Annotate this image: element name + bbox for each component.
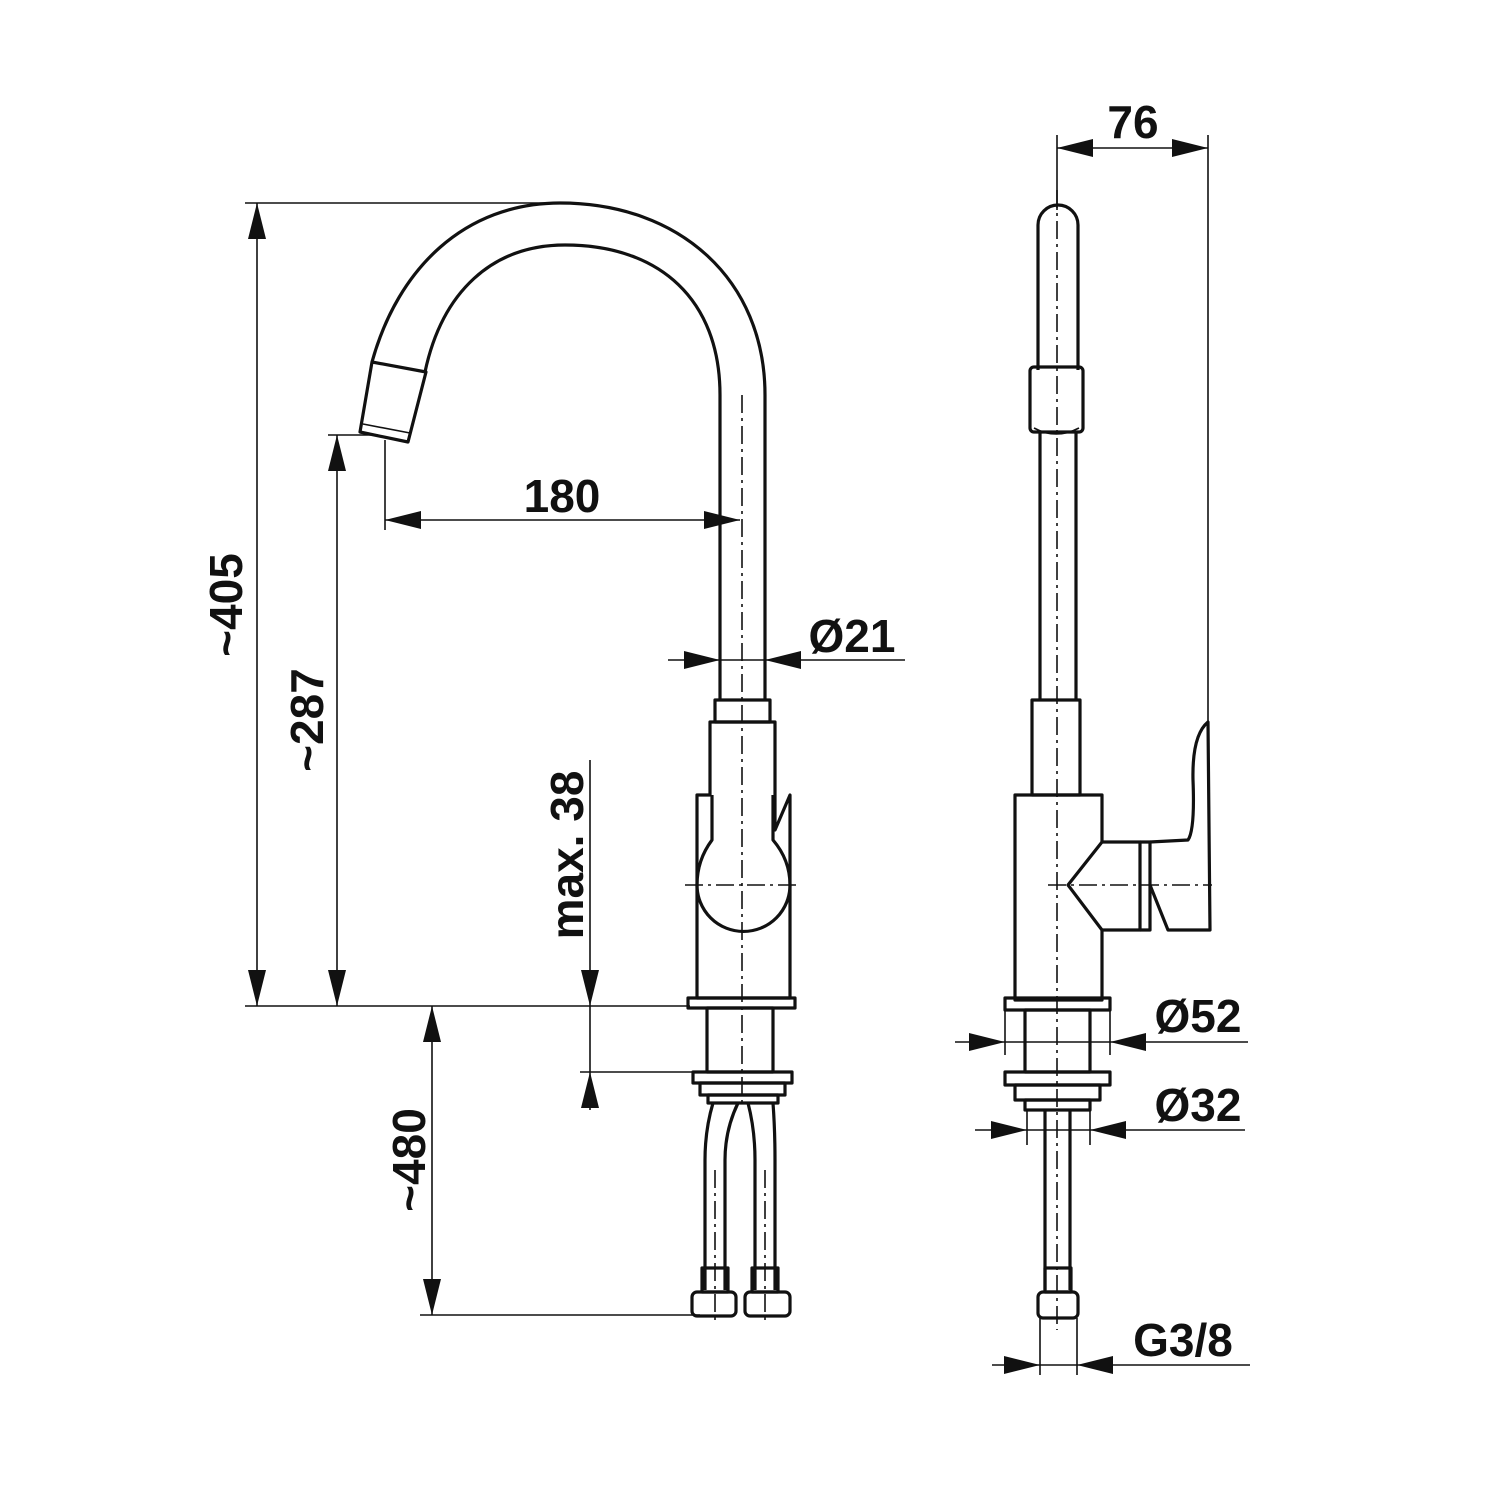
dim-spout-height: ~287 xyxy=(281,668,333,772)
dim-max-counter-thickness: max. 38 xyxy=(541,771,593,940)
arrowhead-icon xyxy=(328,970,346,1006)
dim-shank-diameter: Ø32 xyxy=(1155,1079,1242,1131)
dim-spout-reach: 180 xyxy=(524,470,601,522)
arrowhead-icon xyxy=(1057,139,1093,157)
arrowhead-icon xyxy=(423,1006,441,1042)
arrowhead-icon xyxy=(1172,139,1208,157)
supply-hoses xyxy=(690,1102,792,1320)
side-view: 76 Ø52 Ø32 G3/8 xyxy=(955,96,1250,1375)
spout xyxy=(358,201,767,700)
arrowhead-icon xyxy=(969,1033,1005,1051)
arrowhead-icon xyxy=(581,1072,599,1108)
arrowhead-icon xyxy=(1004,1356,1040,1374)
arrowhead-icon xyxy=(704,511,740,529)
arrowhead-icon xyxy=(581,970,599,1006)
arrowhead-icon xyxy=(423,1279,441,1315)
dim-tube-diameter: Ø21 xyxy=(809,610,896,662)
dim-hose-length: ~480 xyxy=(383,1108,435,1212)
arrowhead-icon xyxy=(1090,1121,1126,1139)
front-view: 180 Ø21 ~405 ~287 max. 38 ~480 xyxy=(200,201,905,1320)
arrowhead-icon xyxy=(248,970,266,1006)
arrowhead-icon xyxy=(248,203,266,239)
arrowhead-icon xyxy=(991,1121,1027,1139)
arrowhead-icon xyxy=(1110,1033,1146,1051)
arrowhead-icon xyxy=(328,435,346,471)
dim-connection-thread: G3/8 xyxy=(1133,1314,1233,1366)
dimension-lines-side xyxy=(955,135,1250,1375)
dim-total-height: ~405 xyxy=(200,553,252,657)
dim-handle-depth: 76 xyxy=(1107,96,1158,148)
arrowhead-icon xyxy=(385,511,421,529)
dimension-lines-front xyxy=(245,202,905,1316)
dim-base-diameter: Ø52 xyxy=(1155,990,1242,1042)
arrowhead-icon xyxy=(1077,1356,1113,1374)
arrowhead-icon xyxy=(684,651,720,669)
dimension-arrows xyxy=(248,139,1208,1374)
arrowhead-icon xyxy=(765,651,801,669)
side-body xyxy=(1013,720,1212,1002)
